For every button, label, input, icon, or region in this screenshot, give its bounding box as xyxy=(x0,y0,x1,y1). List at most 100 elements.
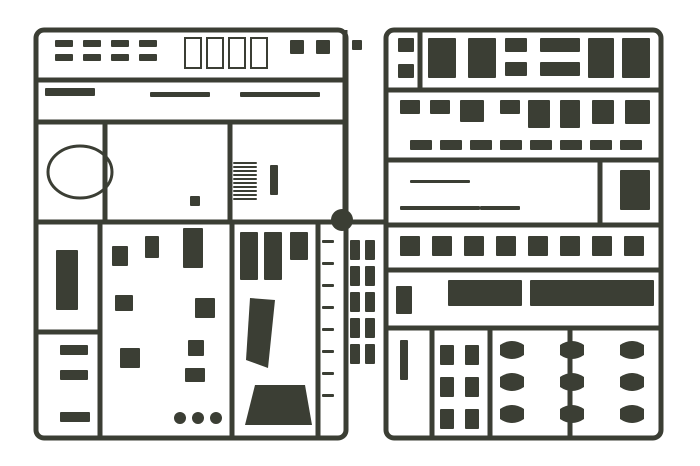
panel-part xyxy=(540,38,580,52)
sprue-parts xyxy=(45,37,654,429)
part xyxy=(195,298,215,318)
part xyxy=(432,236,452,256)
part xyxy=(470,140,492,150)
part xyxy=(410,140,432,150)
runner-outer xyxy=(383,27,664,441)
grille-slat xyxy=(233,170,257,172)
panel-part xyxy=(588,38,614,78)
part xyxy=(400,340,408,380)
part xyxy=(150,92,210,97)
frame-part xyxy=(228,37,246,69)
part xyxy=(365,318,375,338)
part xyxy=(145,236,159,258)
panel-part xyxy=(448,280,522,306)
part xyxy=(440,140,462,150)
panel-part xyxy=(505,62,527,76)
grille-slat xyxy=(233,174,257,176)
grille-slat xyxy=(233,186,257,188)
part xyxy=(365,240,375,260)
part xyxy=(240,92,320,97)
panel-part xyxy=(505,38,527,52)
part xyxy=(430,100,450,114)
part xyxy=(465,345,479,365)
part xyxy=(400,236,420,256)
part xyxy=(350,318,360,338)
mudguard-part xyxy=(620,341,644,359)
panel-part xyxy=(468,38,496,78)
panel-part xyxy=(398,64,414,78)
mudguard-part xyxy=(560,373,584,391)
mudguard-part xyxy=(560,405,584,423)
frame-part xyxy=(184,37,202,69)
small-part xyxy=(111,40,129,47)
panel-part xyxy=(622,38,650,78)
part xyxy=(528,236,548,256)
grille-slat xyxy=(233,190,257,192)
small-part xyxy=(139,40,157,47)
wheel-part xyxy=(174,412,186,424)
part xyxy=(120,348,140,368)
rod-part xyxy=(322,240,334,243)
part xyxy=(625,100,650,124)
part xyxy=(350,292,360,312)
panel-part xyxy=(398,38,414,52)
figure-part xyxy=(56,250,78,310)
part xyxy=(60,370,88,380)
sprue-gate xyxy=(331,209,353,231)
part xyxy=(365,266,375,286)
small-part xyxy=(139,54,157,61)
rod-part xyxy=(322,284,334,287)
part xyxy=(465,377,479,397)
runner-outer xyxy=(33,27,349,441)
panel-part xyxy=(246,298,275,368)
part xyxy=(440,345,454,365)
part xyxy=(465,409,479,429)
panel-part xyxy=(290,232,308,260)
part xyxy=(460,100,484,122)
part xyxy=(396,286,412,314)
part xyxy=(270,165,278,195)
part xyxy=(440,409,454,429)
part xyxy=(620,140,642,150)
part xyxy=(352,40,362,50)
part xyxy=(560,100,580,128)
frame-part xyxy=(250,37,268,69)
figure-part xyxy=(183,228,203,268)
part xyxy=(500,140,522,150)
part xyxy=(365,292,375,312)
grille-slat xyxy=(233,194,257,196)
part xyxy=(530,140,552,150)
barrel-part xyxy=(45,88,95,96)
part xyxy=(190,196,200,206)
grille-slat xyxy=(233,166,257,168)
grille-slat xyxy=(233,162,257,164)
part xyxy=(365,344,375,364)
panel-part xyxy=(428,38,456,78)
part xyxy=(400,100,420,114)
part xyxy=(528,100,550,128)
small-part xyxy=(55,40,73,47)
grille-slat xyxy=(233,198,257,200)
panel-part xyxy=(264,232,282,280)
wheel-part xyxy=(192,412,204,424)
part xyxy=(440,377,454,397)
rod-part xyxy=(322,306,334,309)
part xyxy=(496,236,516,256)
part xyxy=(560,236,580,256)
part xyxy=(350,266,360,286)
part xyxy=(115,295,133,311)
ring-part xyxy=(46,144,114,200)
mudguard-part xyxy=(500,405,524,423)
panel-part xyxy=(540,62,580,76)
rifle-part xyxy=(400,206,480,210)
part xyxy=(60,412,90,422)
panel-part xyxy=(620,170,650,210)
rod-part xyxy=(322,350,334,353)
small-part xyxy=(111,54,129,61)
rod-part xyxy=(322,262,334,265)
mudguard-part xyxy=(500,341,524,359)
part xyxy=(560,140,582,150)
grille-slat xyxy=(233,178,257,180)
part xyxy=(590,140,612,150)
right-sprue-frame xyxy=(383,27,664,441)
